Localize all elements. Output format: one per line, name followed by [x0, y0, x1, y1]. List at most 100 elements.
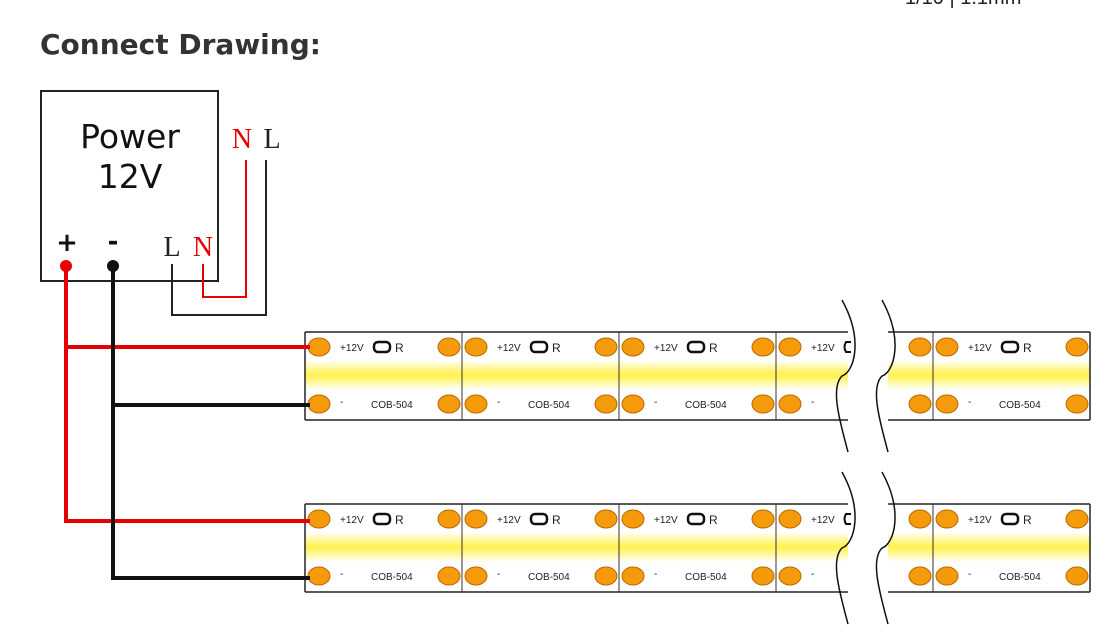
- solder-pad: [1065, 337, 1089, 357]
- mains-neutral-wire: [202, 160, 247, 298]
- positive-label: +12V: [497, 515, 521, 526]
- solder-pad: [751, 337, 775, 357]
- negative-label: -: [340, 569, 343, 580]
- led-strip: +12V-RCOB-504+12V-RCOB-504+12V-RCOB-504+…: [304, 471, 1091, 625]
- solder-pad: [464, 394, 488, 414]
- solder-pad: [908, 566, 932, 586]
- positive-label: +12V: [811, 343, 835, 354]
- terminal-n-label: N: [193, 232, 213, 263]
- resistor-icon: [1000, 340, 1020, 354]
- solder-pad: [307, 337, 331, 357]
- solder-pad: [621, 566, 645, 586]
- positive-label: +12V: [340, 343, 364, 354]
- solder-pad: [908, 509, 932, 529]
- negative-label: -: [811, 569, 814, 580]
- led-light-band: [888, 360, 1090, 390]
- solder-pad: [621, 394, 645, 414]
- negative-label: -: [497, 397, 500, 408]
- solder-pad: [935, 337, 959, 357]
- resistor-icon: [372, 512, 392, 526]
- negative-label: -: [968, 569, 971, 580]
- resistor-label: R: [552, 341, 561, 355]
- break-mark-right: [875, 471, 896, 625]
- solder-pad: [464, 566, 488, 586]
- solder-pad: [437, 394, 461, 414]
- solder-pad: [307, 509, 331, 529]
- solder-pad: [778, 337, 802, 357]
- resistor-label: R: [395, 513, 404, 527]
- model-label: COB-504: [371, 400, 413, 411]
- model-label: COB-504: [999, 572, 1041, 583]
- solder-pad: [935, 394, 959, 414]
- negative-label: -: [654, 397, 657, 408]
- minus-terminal-label: -: [108, 227, 119, 257]
- solder-pad: [437, 566, 461, 586]
- solder-pad: [751, 394, 775, 414]
- resistor-icon: [372, 340, 392, 354]
- power-supply: Power 12V + - L N N L: [40, 90, 281, 282]
- positive-label: +12V: [340, 515, 364, 526]
- model-label: COB-504: [528, 572, 570, 583]
- solder-pad: [594, 509, 618, 529]
- led-light-band: [305, 532, 848, 562]
- resistor-icon-partial: [843, 341, 851, 353]
- mains-l-label: L: [263, 124, 280, 155]
- page-title: Connect Drawing:: [40, 28, 321, 61]
- solder-pad: [935, 509, 959, 529]
- resistor-icon: [1000, 512, 1020, 526]
- resistor-icon: [686, 340, 706, 354]
- solder-pad: [621, 509, 645, 529]
- led-light-band: [888, 532, 1090, 562]
- negative-label: -: [811, 397, 814, 408]
- break-mark-left: [835, 299, 856, 453]
- mains-live-wire: [171, 160, 267, 316]
- power-supply-box: [40, 90, 219, 282]
- voltage-label: 12V: [98, 157, 163, 196]
- solder-pad: [908, 337, 932, 357]
- led-light-band: [305, 360, 848, 390]
- solder-pad: [464, 337, 488, 357]
- positive-label: +12V: [968, 343, 992, 354]
- solder-pad: [464, 509, 488, 529]
- solder-pad: [751, 509, 775, 529]
- mains-n-label: N: [232, 124, 252, 155]
- negative-label: -: [340, 397, 343, 408]
- negative-terminal-dot: [107, 260, 119, 272]
- negative-label: -: [497, 569, 500, 580]
- solder-pad: [778, 566, 802, 586]
- solder-pad: [437, 509, 461, 529]
- resistor-label: R: [395, 341, 404, 355]
- negative-wiring: [107, 260, 310, 580]
- solder-pad: [621, 337, 645, 357]
- resistor-icon-partial: [843, 513, 851, 525]
- positive-label: +12V: [654, 343, 678, 354]
- model-label: COB-504: [371, 572, 413, 583]
- model-label: COB-504: [685, 400, 727, 411]
- solder-pad: [778, 394, 802, 414]
- solder-pad: [594, 566, 618, 586]
- plus-terminal-label: +: [56, 228, 78, 258]
- positive-wiring: [60, 260, 310, 523]
- resistor-icon: [686, 512, 706, 526]
- model-label: COB-504: [528, 400, 570, 411]
- solder-pad: [1065, 566, 1089, 586]
- solder-pad: [594, 394, 618, 414]
- negative-label: -: [968, 397, 971, 408]
- top-cut-text: 1/10 | 1.1mm: [905, 0, 1021, 9]
- positive-label: +12V: [654, 515, 678, 526]
- positive-label: +12V: [811, 515, 835, 526]
- led-strips: +12V - R COB-504 +12V - R COB-504 +12V - R COB-504 +…: [304, 299, 1091, 625]
- power-label: Power: [80, 117, 180, 156]
- solder-pad: [908, 394, 932, 414]
- model-label: COB-504: [999, 400, 1041, 411]
- resistor-label: R: [709, 341, 718, 355]
- solder-pad: [307, 394, 331, 414]
- resistor-icon: [529, 512, 549, 526]
- solder-pad: [1065, 509, 1089, 529]
- solder-pad: [778, 509, 802, 529]
- positive-wire: [64, 266, 310, 523]
- resistor-label: R: [552, 513, 561, 527]
- solder-pad: [594, 337, 618, 357]
- solder-pad: [1065, 394, 1089, 414]
